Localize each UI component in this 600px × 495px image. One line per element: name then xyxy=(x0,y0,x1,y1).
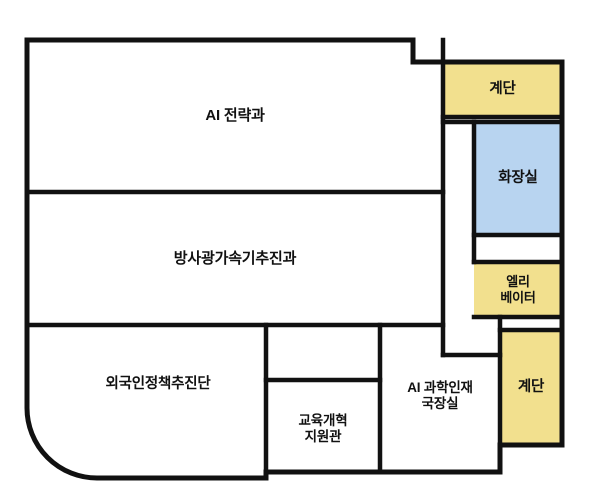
wall-group xyxy=(24,37,565,481)
room-fill-elevator[interactable] xyxy=(474,262,562,317)
room-fill-stairs-upper[interactable] xyxy=(443,62,562,117)
room-fill-restroom[interactable] xyxy=(474,122,562,235)
room-fill-stairs-lower[interactable] xyxy=(500,330,562,445)
building-outline-fill xyxy=(27,40,562,478)
room-fill-group xyxy=(27,40,562,478)
building-outer-wall xyxy=(24,37,565,481)
